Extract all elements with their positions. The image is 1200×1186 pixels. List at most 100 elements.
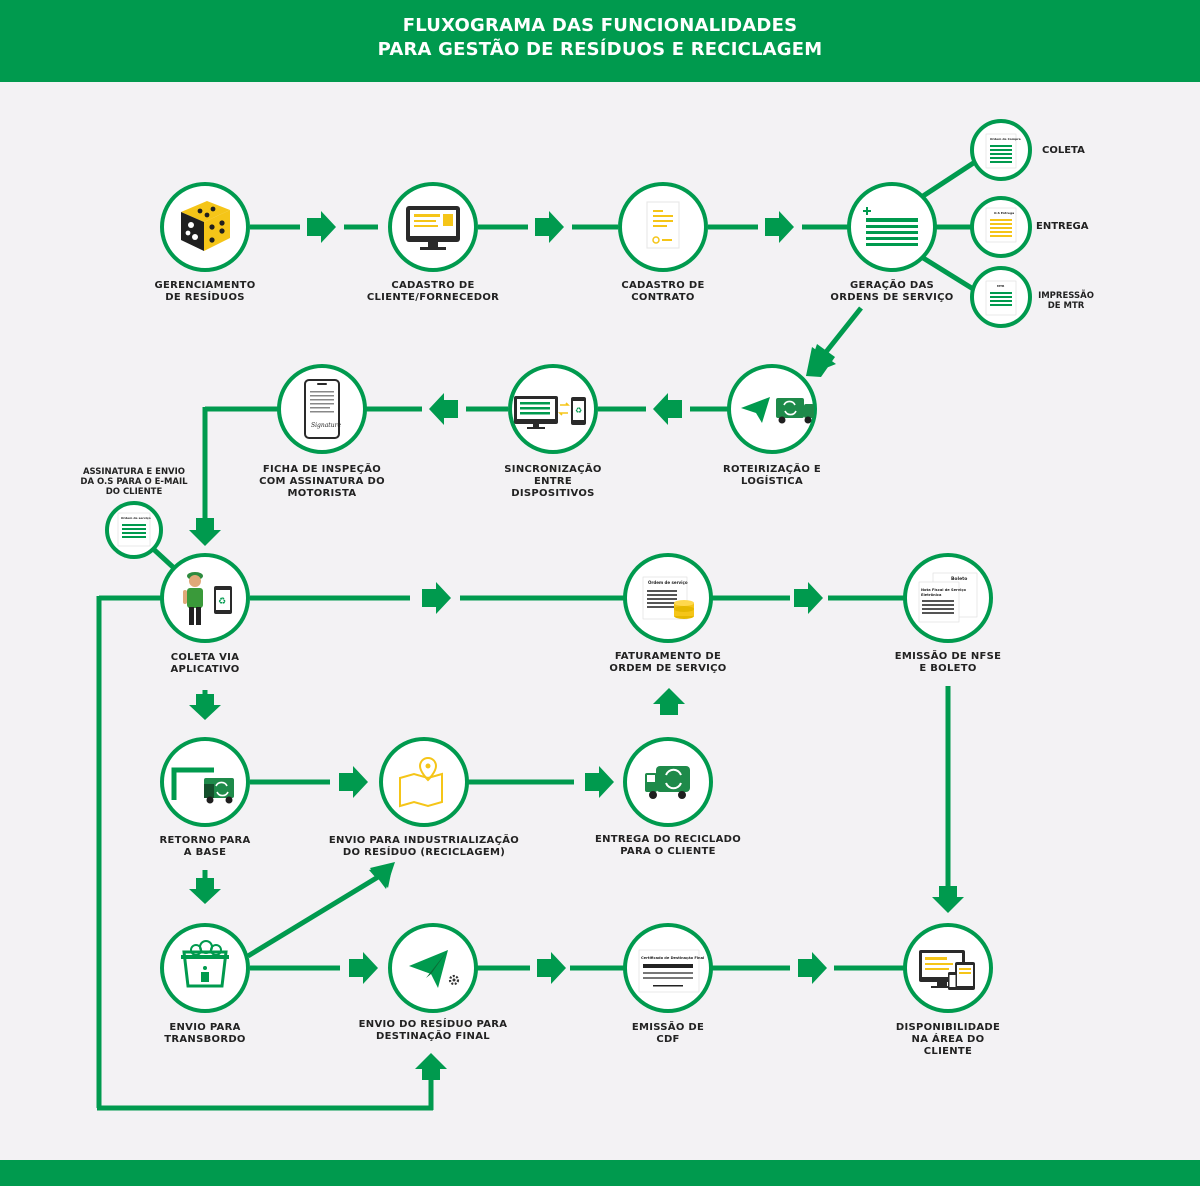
- arrow-down: [189, 518, 221, 546]
- label-cadastro-contrato: CADASTRO DE CONTRATO: [588, 280, 738, 304]
- node-industrializacao: [379, 737, 469, 827]
- page-title: FLUXOGRAMA DAS FUNCIONALIDADES PARA GEST…: [0, 14, 1200, 62]
- label-branch-entrega: ENTREGA: [1036, 221, 1089, 233]
- document-icon: Ordem de Compra: [985, 133, 1021, 169]
- label-side-note: ASSINATURA E ENVIO DA O.S PARA O E-MAIL …: [78, 467, 190, 497]
- document-icon: O.S Entrega: [985, 207, 1017, 243]
- arrow-down-left-head: [806, 347, 836, 376]
- contract-icon: [646, 201, 680, 249]
- label-line: CADASTRO DE: [391, 280, 475, 291]
- doc-boleto-title: Boleto: [951, 576, 967, 582]
- label-line: ASSINATURA E ENVIO: [82, 467, 186, 477]
- arrow-right: [349, 952, 378, 984]
- arrow-down: [189, 878, 221, 904]
- label-line: ORDENS DE SERVIÇO: [830, 292, 954, 303]
- doc-nf-title-2: Eletrônica: [921, 593, 942, 597]
- arrow-right: [339, 766, 368, 798]
- connectors: [96, 157, 980, 1111]
- label-geracao-os: GERAÇÃO DAS ORDENS DE SERVIÇO: [812, 280, 972, 304]
- label-line: NA ÁREA DO: [911, 1034, 985, 1045]
- signature-text: Signature: [311, 422, 341, 429]
- label-roteirizacao: ROTEIRIZAÇÃO E LOGÍSTICA: [697, 464, 847, 488]
- label-line: ENVIO PARA INDUSTRIALIZAÇÃO: [328, 835, 520, 846]
- label-line: DE MTR: [1047, 301, 1085, 311]
- label-line: ROTEIRIZAÇÃO E: [722, 464, 822, 475]
- label-line: ENVIO DO RESÍDUO PARA: [358, 1019, 508, 1030]
- label-branch-mtr: IMPRESSÃO DE MTR: [1034, 291, 1098, 311]
- phone-signature-icon: Signature: [304, 379, 341, 439]
- label-line: IMPRESSÃO: [1038, 291, 1094, 301]
- label-line: ENTRE: [533, 476, 573, 487]
- arrow-right: [585, 766, 614, 798]
- label-coleta-app: COLETA VIA APLICATIVO: [140, 652, 270, 676]
- devices-sync-icon: ♻: [514, 396, 586, 429]
- arrows: [189, 211, 964, 1080]
- label-line: ENVIO PARA: [169, 1022, 241, 1033]
- label-line: TRANSBORDO: [164, 1034, 246, 1045]
- label-line: GERAÇÃO DAS: [849, 280, 935, 291]
- label-destinacao: ENVIO DO RESÍDUO PARA DESTINAÇÃO FINAL: [343, 1019, 523, 1043]
- node-coleta-app: [160, 553, 250, 643]
- doc-coleta-title: Ordem de Compra: [990, 137, 1021, 141]
- label-line: COM ASSINATURA DO: [259, 476, 385, 487]
- label-line: CADASTRO DE: [621, 280, 705, 291]
- truck-garage-icon: [171, 767, 234, 804]
- arrow-right: [765, 211, 794, 243]
- arrow-down: [932, 886, 964, 913]
- node-roteirizacao: [727, 364, 817, 454]
- label-line: ENTREGA: [1036, 221, 1089, 232]
- label-line: CLIENTE: [923, 1046, 973, 1057]
- document-icon: MTR: [985, 280, 1017, 316]
- page-title-line-1: FLUXOGRAMA DAS FUNCIONALIDADES: [402, 15, 798, 36]
- label-line: DO RESÍDUO (RECICLAGEM): [342, 847, 506, 858]
- page-title-line-2: PARA GESTÃO DE RESÍDUOS E RECICLAGEM: [377, 39, 823, 60]
- label-line: GERENCIAMENTO: [154, 280, 256, 291]
- label-line: DISPONIBILIDADE: [895, 1022, 1001, 1033]
- paper-plane-gear-icon: [409, 950, 460, 988]
- label-transbordo: ENVIO PARA TRANSBORDO: [140, 1022, 270, 1046]
- label-cadastro-cliente: CADASTRO DE CLIENTE/FORNECEDOR: [343, 280, 523, 304]
- arrow-up: [653, 688, 685, 715]
- label-sincronizacao: SINCRONIZAÇÃO ENTRE DISPOSITIVOS: [478, 464, 628, 500]
- dice-icon: [181, 201, 230, 251]
- arrow-up: [415, 1053, 447, 1080]
- arrow-right: [794, 582, 823, 614]
- label-line: DESTINAÇÃO FINAL: [376, 1031, 490, 1042]
- label-industrializacao: ENVIO PARA INDUSTRIALIZAÇÃO DO RESÍDUO (…: [319, 835, 529, 859]
- label-gerenciamento: GERENCIAMENTO DE RESÍDUOS: [130, 280, 280, 304]
- label-line: FICHA DE INSPEÇÃO: [262, 464, 382, 475]
- label-disponibilidade: DISPONIBILIDADE NA ÁREA DO CLIENTE: [873, 1022, 1023, 1058]
- label-line: COLETA: [1042, 145, 1085, 156]
- invoice-coins-icon: Ordem de serviço: [642, 576, 694, 620]
- doc-nf-title-1: Nota Fiscal de Serviço: [921, 588, 966, 592]
- arrow-right: [535, 211, 564, 243]
- label-line: EMISSÃO DE: [631, 1022, 705, 1033]
- node-circles: [105, 119, 1032, 1013]
- label-line: ORDEM DE SERVIÇO: [609, 663, 727, 674]
- doc-faturamento-title: Ordem de serviço: [648, 580, 688, 585]
- label-line: DE RESÍDUOS: [165, 292, 245, 303]
- monitor-icon: [406, 206, 460, 250]
- arrow-left: [653, 393, 682, 425]
- label-line: PARA O CLIENTE: [620, 846, 716, 857]
- arrow-right: [422, 582, 451, 614]
- label-line: COLETA VIA: [170, 652, 240, 663]
- header-bar: [0, 0, 1200, 82]
- multi-device-icon: [919, 950, 975, 990]
- certificate-icon: Certificado de Destinação Final: [638, 949, 704, 993]
- doc-mtr-title: MTR: [997, 284, 1005, 288]
- footer-bar: [0, 1160, 1200, 1186]
- label-retorno: RETORNO PARA A BASE: [140, 835, 270, 859]
- label-ficha: FICHA DE INSPEÇÃO COM ASSINATURA DO MOTO…: [237, 464, 407, 500]
- recycle-truck-icon: [645, 766, 690, 799]
- label-nfse: EMISSÃO DE NFSE E BOLETO: [873, 651, 1023, 675]
- label-line: CLIENTE/FORNECEDOR: [366, 292, 500, 303]
- label-branch-coleta: COLETA: [1042, 145, 1085, 157]
- arrow-right: [798, 952, 827, 984]
- nfse-boleto-icon: Boleto Nota Fiscal de Serviço Eletrônica: [918, 572, 978, 623]
- svg-text:♻: ♻: [218, 597, 226, 607]
- service-order-icon: [863, 207, 918, 246]
- label-faturamento: FATURAMENTO DE ORDEM DE SERVIÇO: [588, 651, 748, 675]
- label-line: MOTORISTA: [287, 488, 357, 499]
